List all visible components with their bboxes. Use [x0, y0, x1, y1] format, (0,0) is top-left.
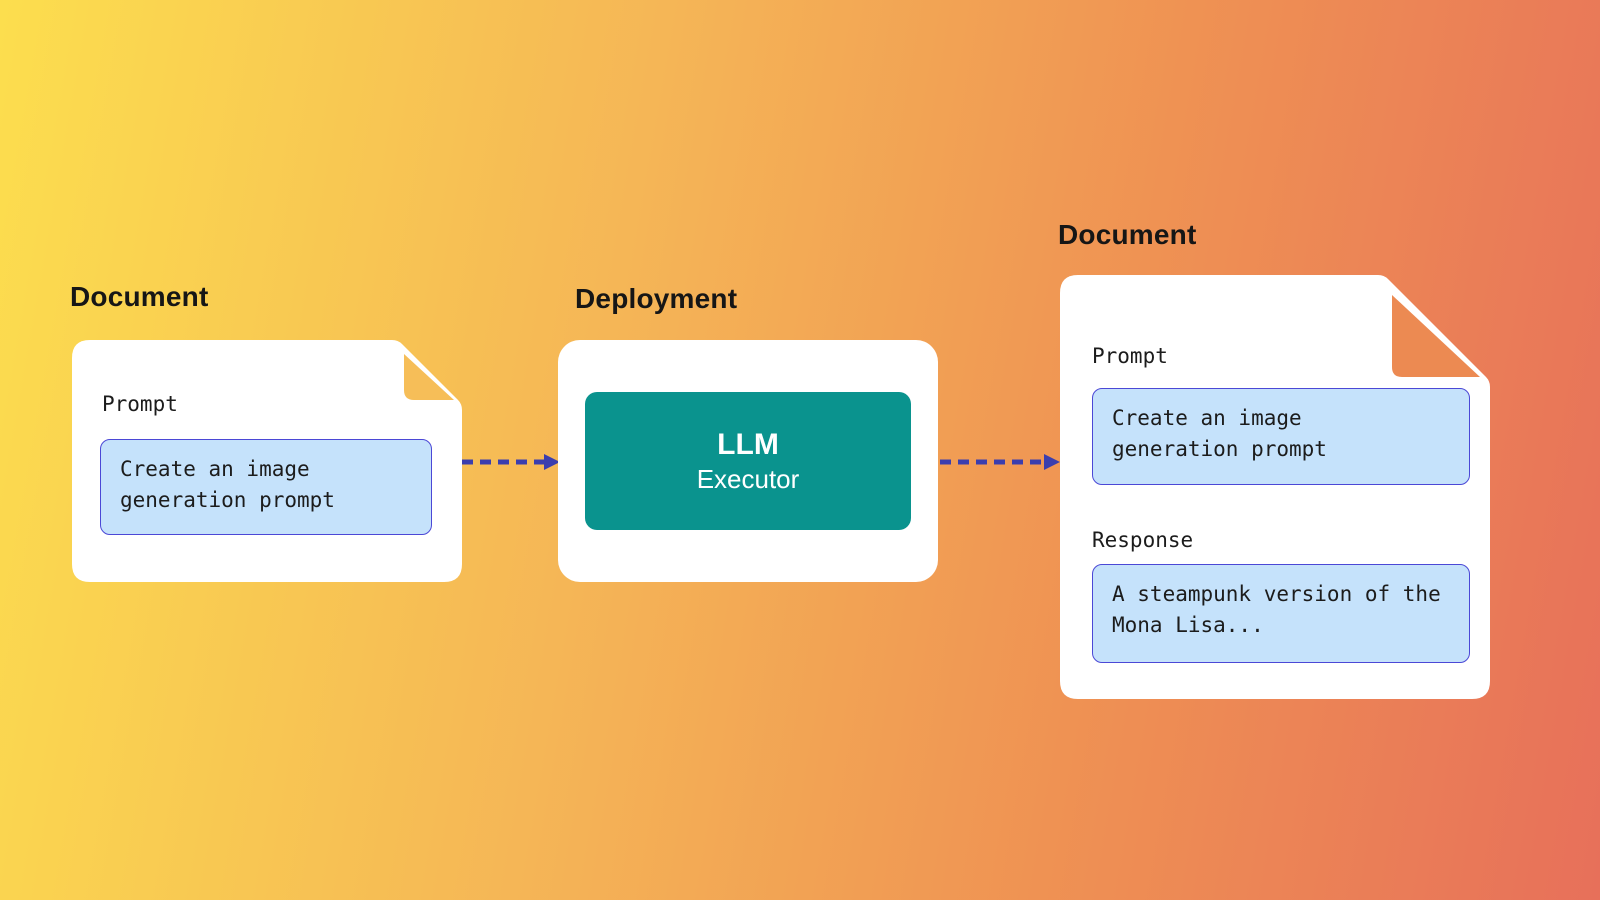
left-prompt-label: Prompt	[102, 392, 178, 416]
arrow-deployment-to-right-icon	[940, 454, 1060, 470]
right-document-card: Prompt Create an image generation prompt…	[1060, 275, 1490, 699]
left-document-title: Document	[70, 281, 209, 312]
right-document-content: Prompt Create an image generation prompt…	[1060, 275, 1490, 699]
right-prompt-field: Create an image generation prompt	[1092, 388, 1470, 485]
right-prompt-label: Prompt	[1092, 344, 1168, 368]
deployment-card: LLM Executor	[558, 340, 938, 582]
right-response-label: Response	[1092, 528, 1194, 552]
left-prompt-field: Create an image generation prompt	[100, 439, 432, 535]
llm-node-subtitle: Executor	[696, 464, 800, 494]
left-document-content: Prompt Create an image generation prompt	[72, 340, 462, 582]
folded-corner-icon	[1392, 295, 1480, 377]
llm-node-title: LLM	[717, 428, 779, 461]
right-response-field: A steampunk version of the Mona Lisa...	[1092, 564, 1470, 663]
arrow-left-to-deployment-icon	[462, 454, 560, 470]
right-document-title: Document	[1058, 219, 1197, 250]
left-document-card: Prompt Create an image generation prompt	[72, 340, 462, 582]
deployment-title: Deployment	[575, 283, 738, 314]
llm-executor-node: LLM Executor	[585, 392, 911, 530]
folded-corner-icon	[404, 354, 454, 400]
